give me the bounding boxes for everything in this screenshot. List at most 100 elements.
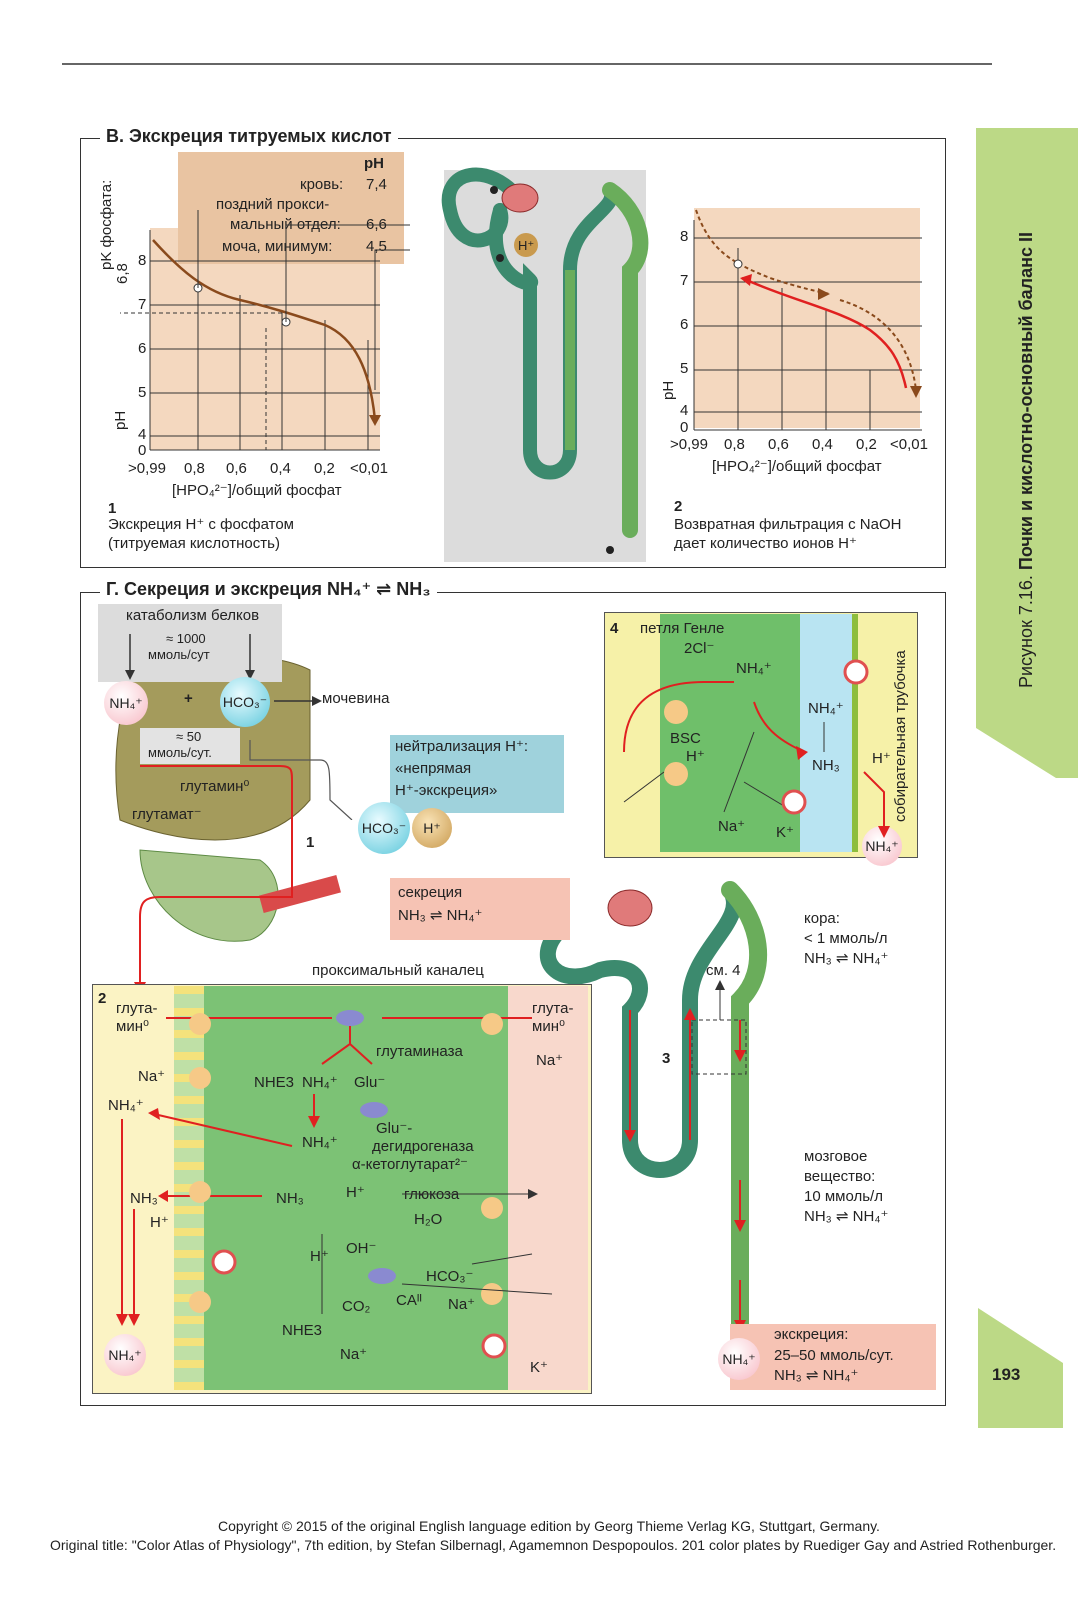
box2-nhe3-b: NHE3 [282, 1322, 323, 1339]
cortex-1: кора: [804, 910, 840, 927]
glutamate-label: глутамат⁻ [132, 806, 202, 823]
neutral-1: нейтрализация H⁺: [395, 738, 529, 755]
copyright-line-1: Copyright © 2015 of the original English… [218, 1518, 880, 1534]
box2-h-mid: H⁺ [310, 1248, 329, 1265]
chart2-ytick-4: 4 [680, 402, 689, 419]
box2-na-right: Na⁺ [536, 1052, 564, 1069]
box2-h2o: H₂O [414, 1211, 443, 1228]
cortex-2: < 1 ммоль/л [804, 930, 888, 947]
box2-nh4-ion: NH₄⁺ [104, 1334, 146, 1376]
box2-hco3: HCO₃⁻ [426, 1268, 474, 1285]
box2-nh4-out: NH₄⁺ [108, 1097, 144, 1114]
excretion-box [730, 1324, 936, 1390]
h-neutral-label: H⁺ [423, 819, 441, 836]
chart1-ytick-8: 8 [138, 252, 147, 269]
catabolism-arrows [125, 634, 255, 680]
chart2-ytick-5: 5 [680, 360, 689, 377]
box4-nh4: NH₄⁺ [736, 660, 772, 677]
mmol-50-box [140, 728, 240, 764]
nephron-illustration: H⁺ [441, 167, 649, 554]
chart2-caption-1: Возвратная фильтрация с NaOH [674, 516, 902, 533]
blood-value: 7,4 [366, 176, 387, 193]
chart1-xlabel: [HPO₄²⁻]/общий фосфат [172, 482, 342, 499]
box4-k: K⁺ [776, 824, 794, 841]
medulla-1: мозговое [804, 1148, 868, 1165]
blood-label: кровь: [300, 176, 344, 193]
box4-bsc: BSC [670, 730, 701, 747]
chart1-ytick-7: 7 [138, 296, 147, 313]
chart1-xtick-1: >0,99 [128, 460, 166, 477]
section-v-title: В. Экскреция титруемых кислот [100, 126, 398, 147]
box4-henle: петля Генле [640, 620, 725, 637]
figure-prefix: Рисунок 7.16. [1016, 575, 1036, 688]
box2-arrows [116, 1010, 553, 1359]
box2-glu: Glu⁻ [354, 1074, 386, 1091]
chart1-caption-1: Экскреция H⁺ с фосфатом [108, 516, 294, 533]
side-tab-label: Рисунок 7.16. Почки и кислотно-основный … [1016, 128, 1046, 688]
box2-nh3-out: NH₃ [130, 1190, 158, 1207]
excretion-nh4-ion: NH₄⁺ [718, 1338, 760, 1380]
medulla-2: вещество: [804, 1168, 876, 1185]
box2-oh: OH⁻ [346, 1240, 377, 1257]
box2-akg: α-кетоглутарат²⁻ [352, 1156, 468, 1173]
chart1-ylabel-value: 6,8 [114, 263, 131, 284]
hco3-ion-label: HCO₃⁻ [222, 693, 268, 710]
box4-cell [660, 614, 800, 852]
box2-glu-dh-1: Glu⁻- [376, 1120, 413, 1137]
figure-title: Почки и кислотно-основный баланс II [1016, 232, 1036, 571]
box4-h-right: H⁺ [872, 750, 891, 767]
chart1-ytick-6: 6 [138, 340, 147, 357]
chart1-xtick-3: 0,6 [226, 460, 247, 477]
nh4-ion: NH₄⁺ [104, 681, 148, 725]
box4-interstitium [800, 614, 852, 852]
chart1-ytick-4: 4 [138, 426, 147, 443]
nh4-ion-label: NH₄⁺ [109, 694, 143, 711]
box2-co2: CO₂ [342, 1298, 371, 1315]
box4-nh4-ion-label: NH₄⁺ [865, 837, 899, 854]
chart1-ylabel-top: pK фосфата: [98, 179, 115, 270]
chart1-xtick-2: 0,8 [184, 460, 205, 477]
hco3-ion-neutral: HCO₃⁻ [358, 802, 410, 854]
excretion-2: 25–50 ммоль/сут. [774, 1347, 894, 1364]
box2-ca: CAᴵᴵ [396, 1292, 422, 1309]
neutral-2: «непрямая [395, 760, 472, 777]
cortex-3: NH₃ ⇌ NH₄⁺ [804, 950, 889, 967]
box2-k: K⁺ [530, 1359, 548, 1376]
excretion-1: экскреция: [774, 1326, 849, 1343]
svg-text:H⁺: H⁺ [518, 238, 534, 253]
box4-nh3: NH₃ [812, 757, 840, 774]
urea-label: мочевина [322, 690, 390, 707]
neutral-3: H⁺-экскреция» [395, 782, 498, 799]
secretion-2: NH₃ ⇌ NH₄⁺ [398, 907, 483, 924]
chart1-ytick-0: 0 [138, 442, 147, 459]
chart1-xtick-5: 0,2 [314, 460, 335, 477]
side-tab: Рисунок 7.16. Почки и кислотно-основный … [976, 128, 1078, 778]
chart2-xlabel: [HPO₄²⁻]/общий фосфат [712, 458, 882, 475]
ph-table-box [178, 152, 404, 264]
box2-num: 2 [98, 990, 107, 1007]
chart2-caption-2: дает количество ионов H⁺ [674, 535, 857, 552]
chart2-ylabel-ph: pH [660, 380, 677, 400]
ph-header: pH [364, 155, 384, 172]
chart2-ytick-7: 7 [680, 272, 689, 289]
mmol-50-a: ≈ 50 [176, 729, 202, 744]
box2-nh4-a: NH₄⁺ [302, 1074, 338, 1091]
mmol-1000-b: ммоль/сут [148, 647, 210, 662]
box4-h: H⁺ [686, 748, 705, 765]
box2-title: проксимальный каналец [312, 962, 484, 979]
box2-nh4-mid: NH₄⁺ [302, 1134, 338, 1151]
box2-na-left: Na⁺ [138, 1068, 166, 1085]
hco3-neutral-label: HCO₃⁻ [361, 819, 407, 836]
box4-na: Na⁺ [718, 818, 746, 835]
page-number-tab [978, 1308, 1063, 1428]
box4-nh4-mid: NH₄⁺ [808, 700, 844, 717]
copyright-line-2: Original title: "Color Atlas of Physiolo… [50, 1537, 1057, 1553]
h-ion-neutral: H⁺ [412, 808, 452, 848]
secretion-1: секреция [398, 884, 463, 901]
box2-glut-left-2: мин⁰ [116, 1018, 149, 1035]
box2-interstitium [508, 986, 588, 1390]
chart1-caption-2: (титруемая кислотность) [108, 535, 280, 552]
urine-label: моча, минимум: [222, 238, 333, 255]
chart2-grid [693, 209, 922, 431]
see-4: см. 4 [706, 962, 741, 979]
